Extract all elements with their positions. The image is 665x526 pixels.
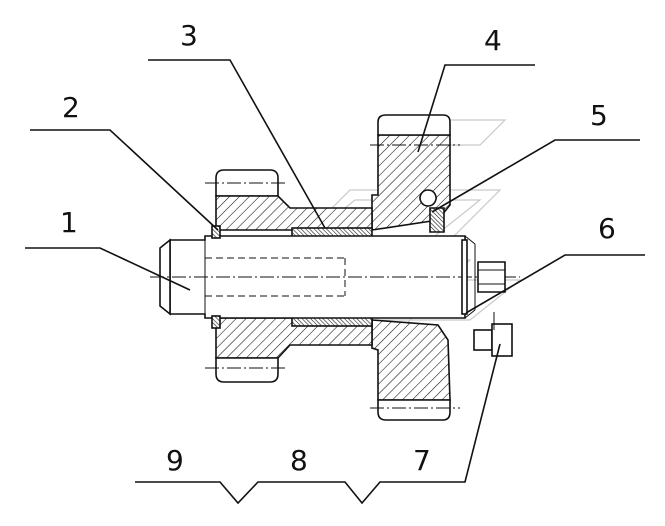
flange-upper	[371, 114, 451, 231]
callout-6: 6	[598, 212, 616, 245]
shaft	[150, 235, 520, 319]
callout-3: 3	[180, 19, 198, 52]
callout-2: 2	[62, 91, 80, 124]
callout-1: 1	[60, 206, 78, 239]
callout-7: 7	[413, 444, 431, 477]
leader-lines	[25, 59, 645, 505]
bolt	[473, 312, 513, 357]
callout-labels: 1 2 3 4 5 6 7 8 9	[60, 19, 616, 477]
callout-9: 9	[166, 444, 184, 477]
callout-4: 4	[484, 24, 502, 57]
retaining-ring	[461, 239, 468, 315]
callout-8: 8	[290, 444, 308, 477]
callout-5: 5	[590, 99, 608, 132]
seals	[211, 207, 445, 329]
gear-left-lower	[215, 317, 373, 383]
gear-left-upper	[215, 169, 373, 231]
flange-lower	[371, 319, 451, 421]
